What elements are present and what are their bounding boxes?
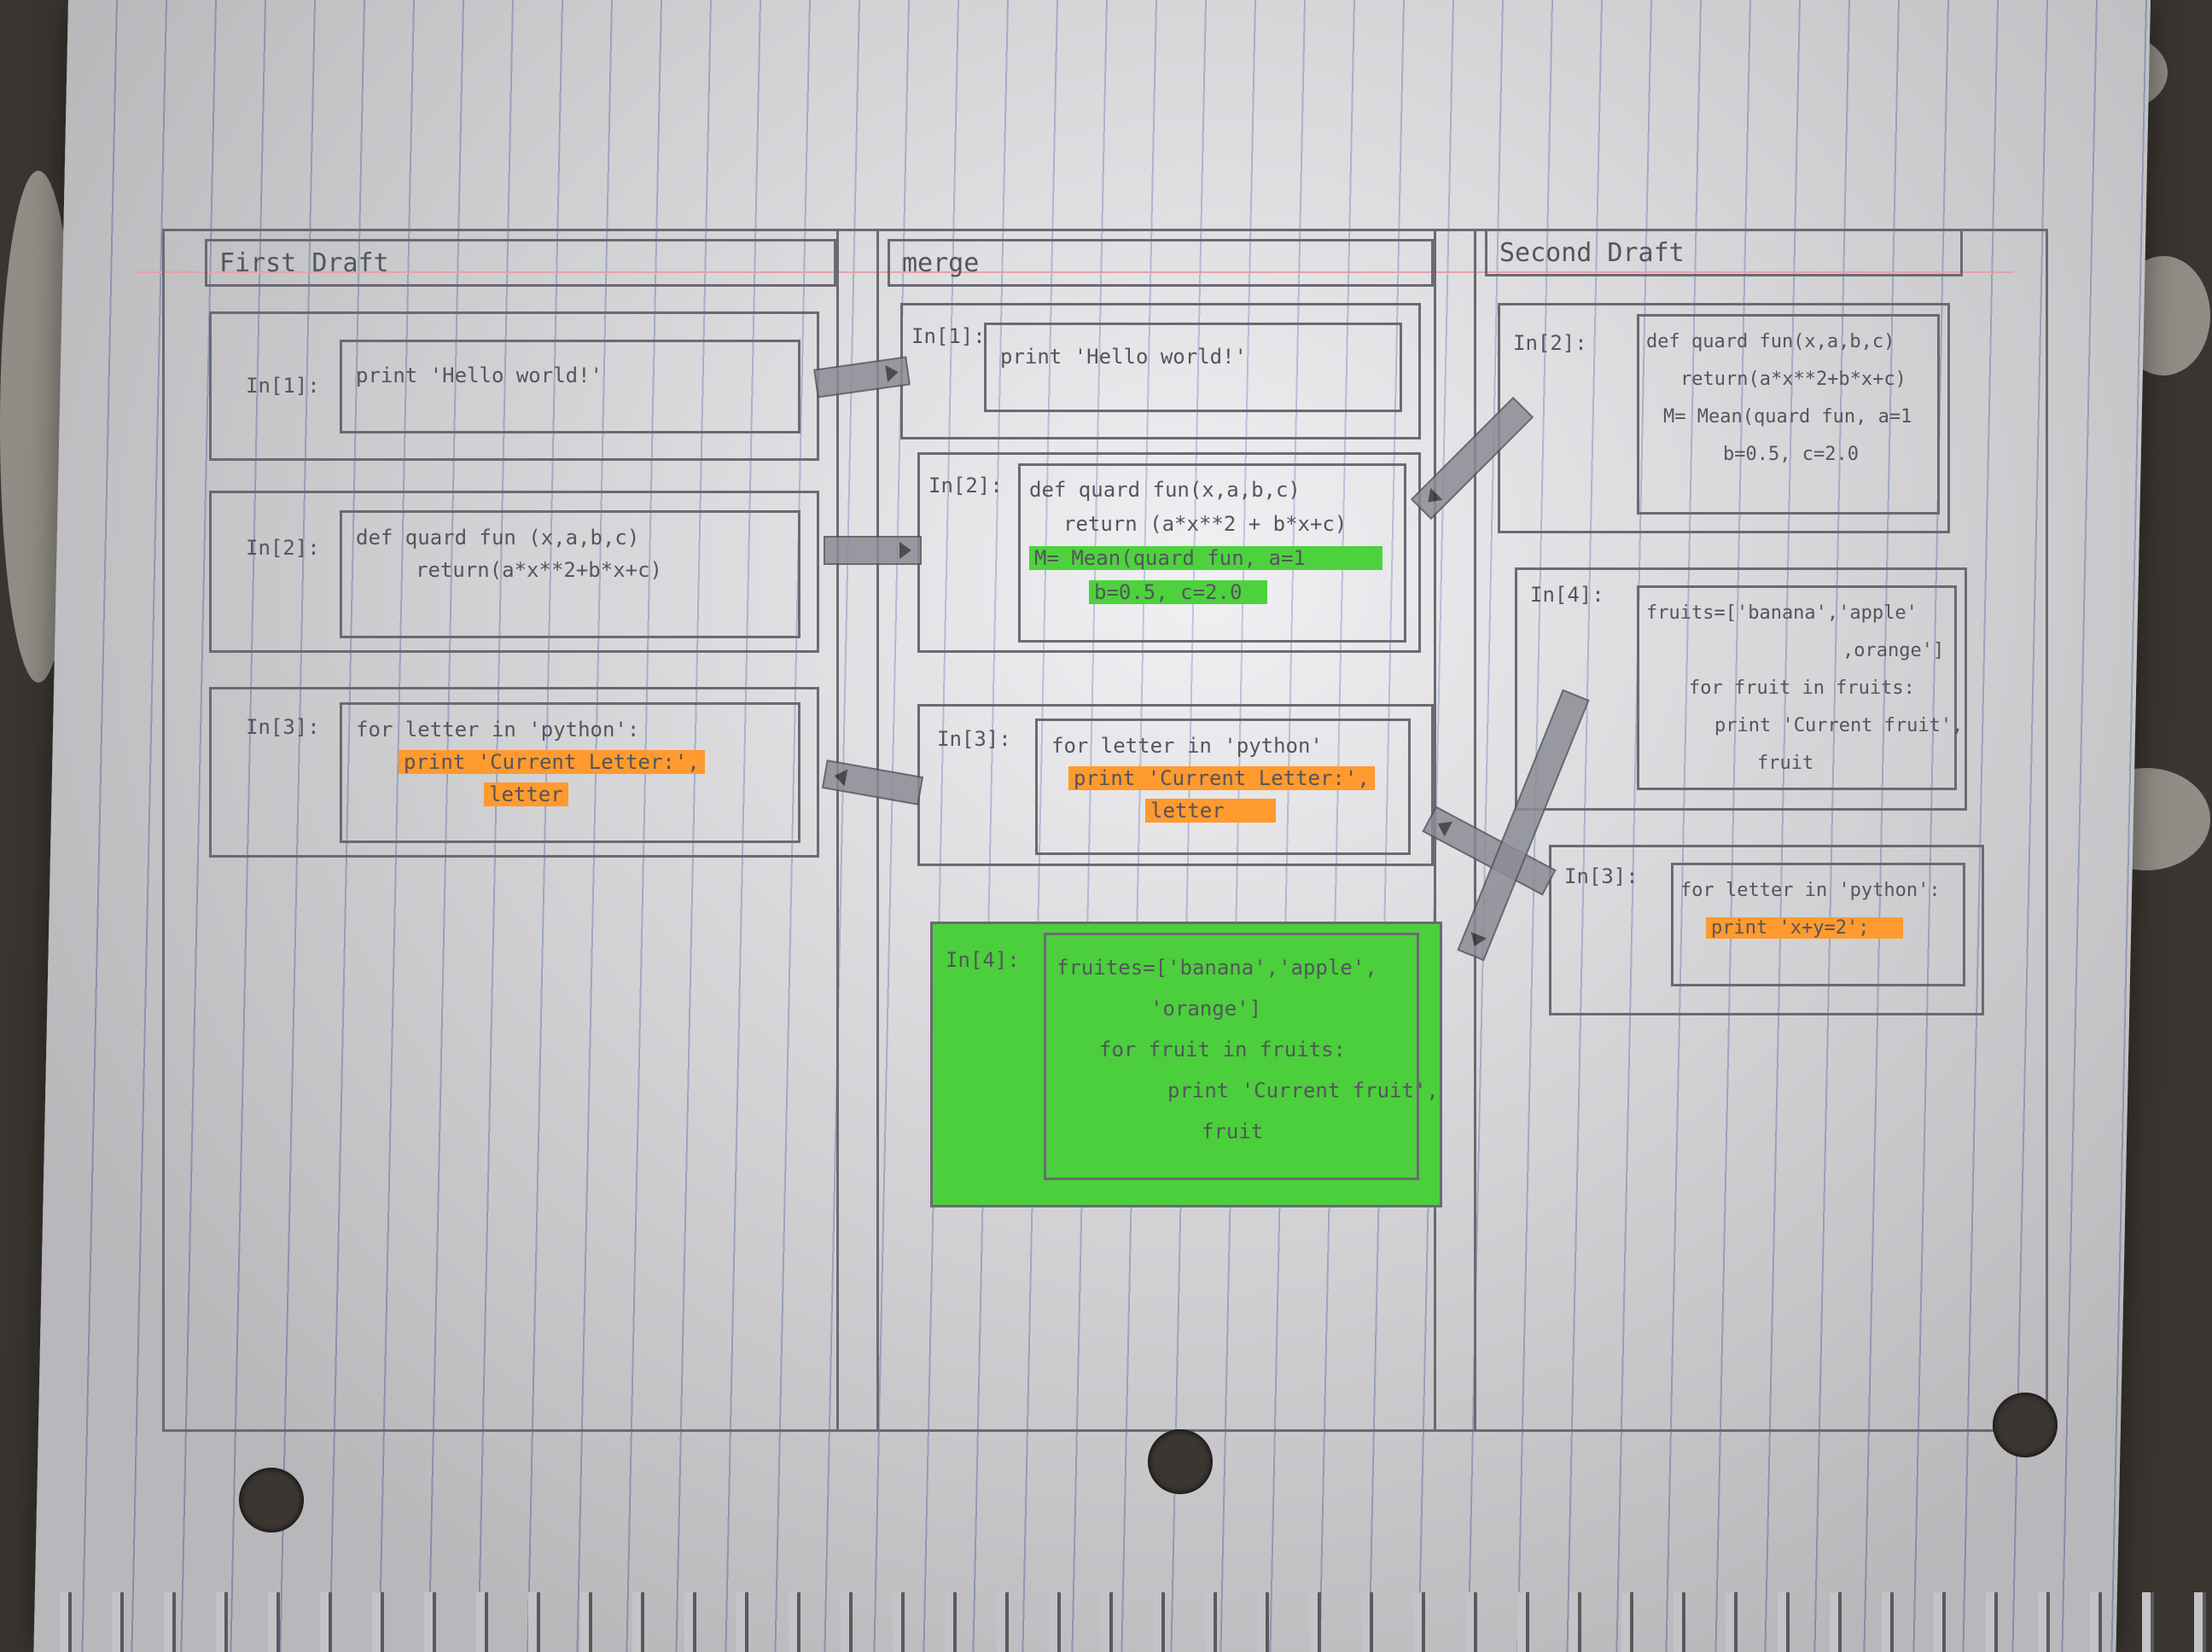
cell-prompt: In[4]: bbox=[1530, 583, 1604, 607]
merge-cell-1: In[1]: print 'Hello world!' bbox=[900, 303, 1421, 439]
cell-code-box: for letter in 'python': print 'x+y=2'; bbox=[1671, 863, 1965, 986]
code-line: print 'Current fruit', bbox=[1167, 1079, 1439, 1102]
first-draft-cell-2: In[2]: def quard fun (x,a,b,c) return(a*… bbox=[209, 491, 819, 653]
code-line: fruites=['banana','apple', bbox=[1057, 956, 1377, 980]
cell-code-box: print 'Hello world!' bbox=[984, 323, 1402, 412]
merge-cell-4-added: In[4]: fruites=['banana','apple', 'orang… bbox=[930, 922, 1442, 1207]
highlighted-addition: b=0.5, c=2.0 bbox=[1089, 580, 1268, 604]
highlighted-change: print 'Current Letter:', bbox=[1068, 766, 1375, 790]
cell-code-box: for letter in 'python': print 'Current L… bbox=[340, 702, 800, 843]
highlighted-change: print 'x+y=2'; bbox=[1706, 917, 1904, 939]
merge-cell-3: In[3]: for letter in 'python' print 'Cur… bbox=[917, 704, 1434, 866]
first-draft-cell-3: In[3]: for letter in 'python': print 'Cu… bbox=[209, 687, 819, 858]
cell-prompt: In[1]: bbox=[246, 374, 320, 398]
code-line: print 'Current fruit', bbox=[1714, 715, 1964, 736]
code-line: return (a*x**2 + b*x+c) bbox=[1063, 512, 1348, 536]
cell-prompt: In[3]: bbox=[246, 715, 320, 739]
code-line: fruit bbox=[1202, 1120, 1264, 1143]
code-line: def quard fun (x,a,b,c) bbox=[356, 526, 640, 550]
highlighted-change: letter bbox=[484, 782, 568, 806]
cell-code-box: def quard fun(x,a,b,c) return (a*x**2 + … bbox=[1018, 463, 1406, 643]
highlighted-change: print 'Current Letter:', bbox=[399, 750, 705, 774]
code-line: letter bbox=[1051, 794, 1394, 827]
cell-code-box: for letter in 'python' print 'Current Le… bbox=[1035, 718, 1411, 855]
code-line: return(a*x**2+b*x+c) bbox=[1680, 369, 1906, 390]
code-line: for fruit in fruits: bbox=[1689, 678, 1915, 699]
cell-code-box: print 'Hello world!' bbox=[340, 340, 800, 433]
merge-cell-2: In[2]: def quard fun(x,a,b,c) return (a*… bbox=[917, 452, 1421, 653]
code-line: b=0.5, c=2.0 bbox=[1723, 444, 1859, 465]
cell-prompt: In[4]: bbox=[946, 948, 1020, 972]
column-divider bbox=[836, 229, 879, 1432]
column-title: First Draft bbox=[219, 248, 389, 278]
diagram-frame bbox=[162, 229, 2048, 1432]
binder-hole bbox=[239, 1468, 304, 1533]
binder-hole bbox=[1148, 1429, 1213, 1494]
code-line: ,orange'] bbox=[1842, 640, 1945, 661]
code-line: b=0.5, c=2.0 bbox=[1029, 575, 1395, 609]
code-line: fruit bbox=[1757, 753, 1814, 774]
cell-prompt: In[2]: bbox=[1513, 331, 1587, 355]
code-line: 'orange'] bbox=[1150, 997, 1262, 1021]
code-line: for letter in 'python': bbox=[1680, 880, 1941, 901]
code-line: letter bbox=[356, 778, 784, 811]
code-line: print 'Hello world!' bbox=[1000, 345, 1247, 369]
code-line: for fruit in fruits: bbox=[1099, 1038, 1346, 1062]
column-title: Second Draft bbox=[1499, 238, 1685, 268]
highlighted-change: letter bbox=[1145, 799, 1276, 823]
column-header-first-draft: First Draft bbox=[205, 239, 836, 287]
cell-prompt: In[2]: bbox=[928, 474, 1003, 497]
cell-code-box: fruites=['banana','apple', 'orange'] for… bbox=[1044, 933, 1439, 1180]
margin-line bbox=[137, 271, 2014, 273]
column-header-merge: merge bbox=[888, 239, 1434, 287]
code-line: def quard fun(x,a,b,c) bbox=[1646, 331, 1895, 352]
cell-code-box: def quard fun (x,a,b,c) return(a*x**2+b*… bbox=[340, 510, 800, 638]
column-header-second-draft: Second Draft bbox=[1485, 229, 1963, 276]
code-line: print 'Current Letter:', bbox=[356, 746, 784, 778]
second-draft-cell-3: In[3]: for letter in 'python': print 'x+… bbox=[1549, 845, 1984, 1015]
cell-prompt: In[1]: bbox=[911, 324, 986, 348]
code-line: for letter in 'python' bbox=[1051, 734, 1323, 758]
code-line: for letter in 'python': bbox=[356, 718, 640, 742]
code-line: def quard fun(x,a,b,c) bbox=[1029, 478, 1301, 502]
code-line: print 'Current Letter:', bbox=[1051, 762, 1394, 794]
second-draft-cell-2: In[4]: fruits=['banana','apple' ,orange'… bbox=[1515, 567, 1967, 811]
spiral-binding bbox=[43, 1592, 2210, 1652]
cell-prompt: In[3]: bbox=[1564, 864, 1639, 888]
highlighted-addition: M= Mean(quard fun, a=1 bbox=[1029, 546, 1382, 570]
code-line: M= Mean(quard fun, a=1 bbox=[1029, 541, 1395, 575]
cell-code-box: def quard fun(x,a,b,c) return(a*x**2+b*x… bbox=[1637, 314, 1940, 515]
cell-prompt: In[3]: bbox=[937, 727, 1011, 751]
second-draft-cell-1: In[2]: def quard fun(x,a,b,c) return(a*x… bbox=[1498, 303, 1950, 533]
code-line: fruits=['banana','apple' bbox=[1646, 602, 1918, 624]
code-line: M= Mean(quard fun, a=1 bbox=[1663, 406, 1912, 428]
first-draft-cell-1: In[1]: print 'Hello world!' bbox=[209, 311, 819, 461]
binder-hole bbox=[1993, 1393, 2058, 1457]
code-line: return(a*x**2+b*x+c) bbox=[416, 558, 662, 582]
cell-code-box: fruits=['banana','apple' ,orange'] for f… bbox=[1637, 585, 1964, 790]
code-line: print 'Hello world!' bbox=[356, 364, 602, 387]
code-line: print 'x+y=2'; bbox=[1680, 910, 1956, 947]
column-title: merge bbox=[902, 248, 980, 278]
cell-prompt: In[2]: bbox=[246, 536, 320, 560]
merge-arrow-cell-2 bbox=[824, 536, 922, 565]
